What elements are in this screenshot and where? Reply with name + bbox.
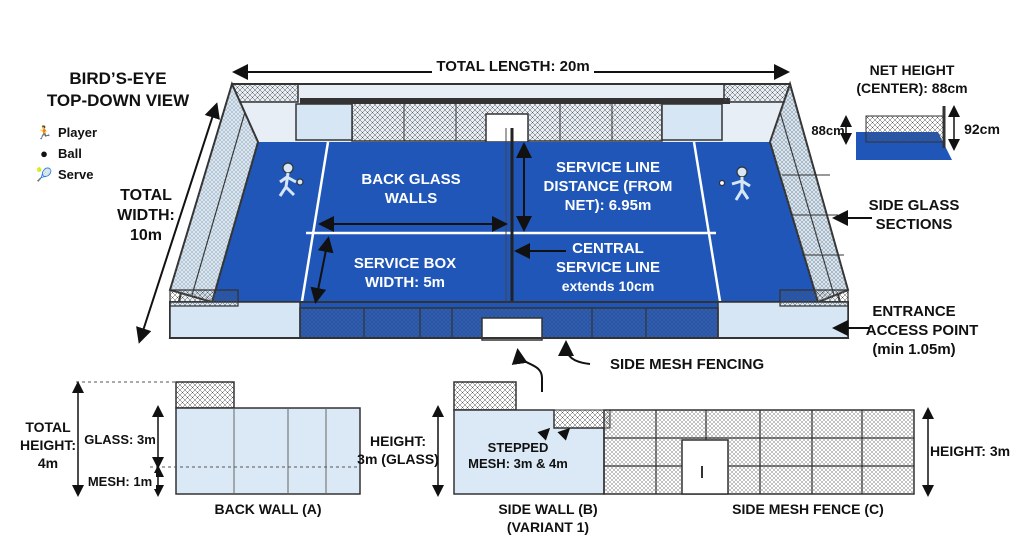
- service-line-label-3: NET): 6.95m: [565, 197, 652, 214]
- central-line-label-3: extends 10cm: [562, 278, 655, 294]
- far-entrance-door: [485, 113, 529, 143]
- stepped-mesh-label: STEPPED: [488, 440, 549, 455]
- entrance-label: ENTRANCE: [872, 303, 955, 320]
- legend-item: 🏃 Player: [36, 122, 97, 143]
- side-wall-height-label: HEIGHT:: [370, 433, 426, 449]
- back-wall-total-label-3: 4m: [38, 455, 58, 471]
- stepped-mesh-label-2: MESH: 3m & 4m: [468, 456, 568, 471]
- legend-label: Serve: [58, 167, 94, 182]
- legend-item: ● Ball: [36, 143, 97, 164]
- side-mesh-label: SIDE MESH FENCING: [610, 356, 764, 373]
- service-box-label: SERVICE BOX: [354, 255, 456, 272]
- central-line-label: CENTRAL: [572, 240, 644, 257]
- net-height-title-2: (CENTER): 88cm: [856, 80, 967, 96]
- side-wall-diagram: [432, 381, 611, 497]
- total-length-label: TOTAL LENGTH: 20m: [436, 58, 589, 75]
- mesh-fence-diagram: [603, 407, 934, 497]
- ball-icon: ●: [40, 146, 48, 161]
- back-wall-total-label: TOTAL: [25, 419, 71, 435]
- total-width-label-2: WIDTH:: [117, 207, 175, 224]
- mesh-fence-caption: SIDE MESH FENCE (C): [732, 501, 884, 517]
- net-right-label: 92cm: [964, 121, 1000, 137]
- net-inset: [840, 105, 960, 160]
- title-line2: TOP-DOWN VIEW: [47, 91, 190, 110]
- serve-icon: 🎾: [36, 166, 53, 182]
- legend-label: Ball: [58, 146, 82, 161]
- back-wall-mesh-label: MESH: 1m: [88, 474, 152, 489]
- service-box-label-2: WIDTH: 5m: [365, 274, 445, 291]
- side-wall-height-label-2: 3m (GLASS): [357, 451, 439, 467]
- total-width-label: TOTAL: [120, 187, 172, 204]
- total-width-label-3: 10m: [130, 227, 162, 244]
- back-glass-label-2: WALLS: [385, 190, 438, 207]
- back-glass-label: BACK GLASS: [361, 171, 460, 188]
- player-right-icon: [718, 166, 751, 201]
- court-surface: [212, 142, 818, 302]
- mesh-fence-height-label: HEIGHT: 3m: [930, 443, 1010, 459]
- near-glass-right: [717, 301, 849, 339]
- side-wall-caption: SIDE WALL (B): [498, 501, 597, 517]
- side-wall-caption-2: (VARIANT 1): [507, 519, 589, 535]
- side-glass-label: SIDE GLASS: [869, 197, 960, 214]
- back-wall-glass-label: GLASS: 3m: [84, 432, 156, 447]
- court: BACK GLASS WALLS SERVICE LINE DISTANCE (…: [168, 80, 850, 341]
- entrance-label-2: ACCESS POINT: [866, 322, 979, 339]
- back-wall-total-label-2: HEIGHT:: [20, 437, 76, 453]
- entrance-label-3: (min 1.05m): [872, 341, 955, 358]
- legend: 🏃 Player ● Ball 🎾 Serve: [36, 122, 97, 185]
- title-line1: BIRD’S-EYE: [69, 69, 166, 88]
- legend-label: Player: [58, 125, 98, 140]
- legend-item: 🎾 Serve: [36, 164, 97, 185]
- net-height-title: NET HEIGHT: [870, 62, 955, 78]
- near-glass-left: [169, 301, 301, 339]
- entrance-door: [481, 317, 543, 341]
- service-line-label: SERVICE LINE: [556, 159, 660, 176]
- net-left-label: 88cm: [811, 123, 844, 138]
- back-wall-caption: BACK WALL (A): [214, 501, 321, 517]
- side-glass-label-2: SECTIONS: [876, 216, 953, 233]
- back-wall-diagram: [72, 381, 361, 497]
- player-icon: 🏃: [36, 124, 53, 140]
- central-line-label-2: SERVICE LINE: [556, 259, 660, 276]
- player-left-icon: [278, 162, 304, 197]
- service-line-label-2: DISTANCE (FROM: [544, 178, 673, 195]
